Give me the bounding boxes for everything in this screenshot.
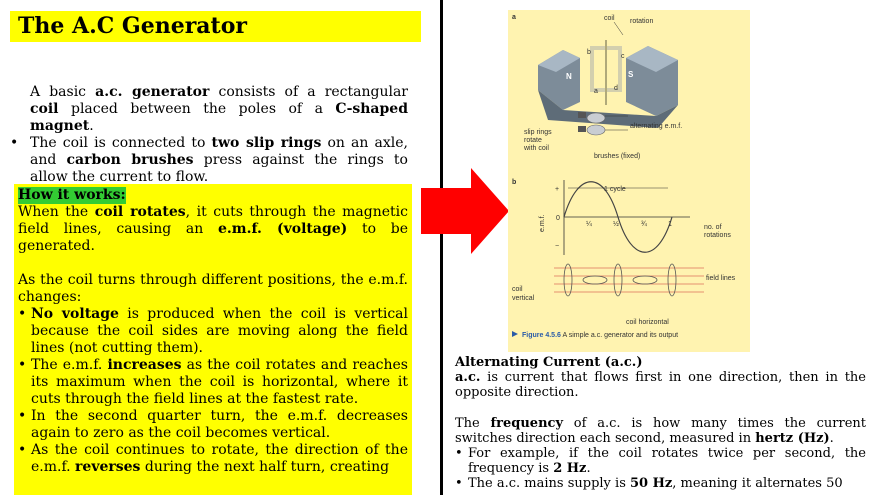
svg-text:field lines: field lines [706,275,736,282]
svg-text:Figure 4.5.6 A simple a.c. gen: Figure 4.5.6 A simple a.c. generator and… [522,332,678,339]
brush-1 [578,112,586,118]
svg-text:no. of: no. of [704,224,722,231]
svg-text:S: S [628,70,634,79]
svg-text:b: b [587,49,591,56]
how-bullet-decreases: In the second quarter turn, the e.m.f. d… [18,408,408,442]
how-paragraph-1: When the coil rotates, it cuts through t… [18,204,409,254]
svg-text:rotate: rotate [524,137,542,144]
svg-text:a: a [594,88,598,95]
intro-clip: A basic a.c. generator consists of a rec… [0,0,420,186]
svg-text:e.m.f.: e.m.f. [539,214,546,232]
svg-text:rotations: rotations [704,232,731,239]
svg-text:alternating e.m.f.: alternating e.m.f. [630,123,682,130]
how-it-works-box: How it works: When the coil rotates, it … [14,184,412,495]
svg-text:d: d [614,85,618,92]
svg-text:coil: coil [512,286,523,293]
svg-text:slip rings: slip rings [524,129,552,136]
column-divider [440,0,443,495]
brush-2 [578,126,586,132]
how-paragraph-2: As the coil turns through different posi… [18,272,408,305]
ac-paragraph-frequency: The frequency of a.c. is how many times … [455,416,866,446]
svg-text:b: b [512,179,516,186]
intro-bullet-slip-rings: The coil is connected to two slip rings … [10,135,408,186]
svg-text:½: ½ [613,220,619,228]
intro-paragraph: A basic a.c. generator consists of a rec… [30,84,408,134]
svg-text:c: c [621,53,625,60]
intro-section: A basic a.c. generator consists of a rec… [10,84,408,186]
svg-text:N: N [566,72,572,81]
slip-ring-1 [586,112,606,124]
generator-figure: a coil rotation N S b c a d slip rings r… [508,10,750,352]
generator-diagram: a coil rotation N S b c a d slip rings r… [512,14,736,339]
svg-text:a: a [512,14,516,21]
svg-text:−: − [555,243,559,250]
coil-position-4 [632,275,658,285]
svg-text:¼: ¼ [586,221,592,228]
how-bullet-no-voltage: No voltage is produced when the coil is … [18,306,408,357]
coil-position-1 [563,263,573,297]
coil-position-3 [613,263,623,297]
page-title: The A.C Generator [10,11,421,42]
how-bullet-increases: The e.m.f. increases as the coil rotates… [18,357,408,408]
svg-text:1: 1 [668,221,672,228]
ac-paragraph-1: a.c. is current that flows first in one … [455,370,866,400]
svg-text:+: + [555,186,559,193]
svg-text:1 cycle: 1 cycle [604,186,626,193]
svg-text:0: 0 [556,215,560,222]
slip-ring-2 [586,124,606,136]
svg-text:rotation: rotation [630,18,653,25]
svg-text:with coil: with coil [523,145,549,152]
emf-sine-curve [563,181,673,253]
svg-text:coil horizontal: coil horizontal [626,319,669,326]
how-bullet-reverses: As the coil continues to rotate, the dir… [18,442,408,476]
svg-text:brushes (fixed): brushes (fixed) [594,153,640,160]
coil-position-5 [667,263,677,297]
svg-text:vertical: vertical [512,295,535,302]
coil-position-2 [582,275,608,285]
ac-heading: Alternating Current (a.c.) [455,355,643,370]
svg-text:coil: coil [604,15,615,22]
right-arrow-icon [421,168,509,254]
how-it-works-heading: How it works: [18,187,126,204]
ac-bullet-50hz: The a.c. mains supply is 50 Hz, meaning … [455,476,866,491]
svg-text:¾: ¾ [641,221,647,228]
ac-bullet-2hz: For example, if the coil rotates twice p… [455,446,866,476]
alternating-current-section: Alternating Current (a.c.) a.c. is curre… [455,355,866,491]
